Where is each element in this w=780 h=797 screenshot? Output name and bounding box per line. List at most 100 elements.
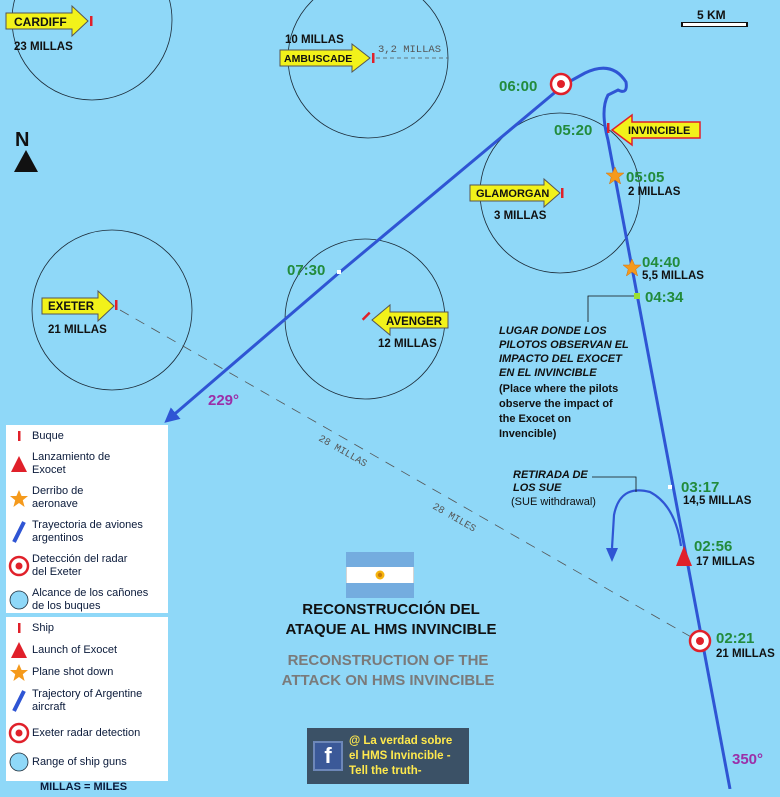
title-english: RECONSTRUCTION OF THE ATTACK ON HMS INVI… bbox=[281, 652, 495, 689]
legend-es-track: Trayectoria de aviones argentinos bbox=[6, 515, 168, 549]
ship-icon bbox=[6, 423, 32, 449]
legend-en-range: Range of ship guns bbox=[6, 747, 168, 777]
time-0256: 02:56 bbox=[694, 538, 732, 555]
svg-text:EN EL INVINCIBLE: EN EL INVINCIBLE bbox=[499, 367, 597, 379]
facebook-icon: f bbox=[313, 741, 343, 771]
argentina-flag bbox=[346, 552, 414, 598]
ship-marker-invincible bbox=[607, 123, 610, 133]
svg-text:(SUE withdrawal): (SUE withdrawal) bbox=[511, 496, 596, 508]
exeter-distance-line bbox=[119, 309, 701, 643]
legend-footer: MILLAS = MILES bbox=[40, 780, 128, 793]
legend-en-exocet: Launch of Exocet bbox=[6, 639, 168, 661]
ship-marker-glamorgan bbox=[561, 188, 564, 198]
svg-text:5 KM: 5 KM bbox=[697, 8, 726, 22]
legend-es-star: Derribo de aeronave bbox=[6, 481, 168, 515]
shot-down-star-0505 bbox=[605, 166, 625, 185]
time-0440: 04:40 bbox=[642, 254, 680, 271]
svg-text:EXETER: EXETER bbox=[48, 301, 95, 313]
dist-0440: 5,5 MILLAS bbox=[642, 270, 704, 282]
impact-note-line bbox=[587, 295, 634, 322]
svg-text:AVENGER: AVENGER bbox=[386, 316, 443, 328]
ship-label-exeter: EXETER bbox=[41, 289, 115, 323]
dist-0221: 21 MILLAS bbox=[716, 648, 775, 660]
ship-label-invincible: INVINCIBLE bbox=[610, 113, 701, 147]
ship-label-glamorgan: GLAMORGAN bbox=[469, 177, 561, 209]
legend-en-ship: Ship bbox=[6, 617, 168, 639]
svg-text:N: N bbox=[15, 129, 29, 151]
time-0730: 07:30 bbox=[287, 262, 325, 279]
legend-english: Ship Launch of Exocet Plane shot down Tr… bbox=[6, 617, 168, 793]
glamorgan-distance: 3 MILLAS bbox=[494, 210, 547, 222]
svg-text:LUGAR DONDE LOS: LUGAR DONDE LOS bbox=[499, 325, 607, 337]
exocet-launch-marker bbox=[676, 546, 692, 566]
time-0505: 05:05 bbox=[626, 169, 664, 186]
sue-note-line bbox=[592, 476, 637, 492]
legend-en-track: Trajectory of Argentine aircraft bbox=[6, 683, 168, 719]
sue-note: RETIRADA DE LOS SUE (SUE withdrawal) bbox=[511, 469, 596, 508]
radar-detection-0221 bbox=[688, 629, 712, 653]
sue-withdrawal-path bbox=[610, 489, 683, 549]
star-icon bbox=[6, 659, 32, 685]
range-circle-exeter bbox=[31, 229, 193, 391]
legend-es-range: Alcance de los cañones de los buques bbox=[6, 583, 168, 617]
ship-label-ambuscade: AMBUSCADE bbox=[279, 42, 371, 74]
time-0520: 05:20 bbox=[554, 122, 592, 139]
legend-es-ship: Buque bbox=[6, 425, 168, 447]
dist-0256: 17 MILLAS bbox=[696, 556, 755, 568]
ambuscade-extra-distance: 3,2 MILLAS bbox=[378, 44, 441, 56]
range-icon bbox=[6, 587, 32, 613]
exeter-distance: 21 MILLAS bbox=[48, 324, 107, 336]
track-icon bbox=[6, 688, 32, 714]
waypoint-0434 bbox=[634, 293, 640, 299]
radar-detection-0600 bbox=[549, 72, 573, 96]
svg-text:RETIRADA DE: RETIRADA DE bbox=[513, 469, 588, 481]
bearing-350: 350° bbox=[732, 751, 763, 768]
exocet-icon bbox=[6, 637, 32, 663]
range-circle-ambuscade bbox=[287, 0, 449, 139]
radar-icon bbox=[6, 720, 32, 746]
svg-text:Invencible): Invencible) bbox=[499, 428, 557, 440]
dist-28-millas: 28 MILLAS bbox=[316, 434, 368, 470]
scale-bar: 5 KM bbox=[681, 8, 748, 27]
ship-label-avenger: AVENGER bbox=[371, 303, 449, 337]
waypoint-0317 bbox=[668, 485, 672, 489]
svg-text:GLAMORGAN: GLAMORGAN bbox=[476, 188, 549, 200]
legend-en-star: Plane shot down bbox=[6, 661, 168, 683]
bearing-229: 229° bbox=[208, 392, 239, 409]
time-0317: 03:17 bbox=[681, 479, 719, 496]
svg-text:observe the impact of: observe the impact of bbox=[499, 398, 613, 410]
north-arrow: N bbox=[14, 129, 38, 172]
svg-text:INVINCIBLE: INVINCIBLE bbox=[628, 125, 690, 137]
legend-spanish: Buque Lanzamiento de Exocet Derribo de a… bbox=[6, 425, 168, 613]
svg-text:LOS SUE: LOS SUE bbox=[513, 482, 562, 494]
cardiff-distance: 23 MILLAS bbox=[14, 41, 73, 53]
svg-text:IMPACTO DEL EXOCET: IMPACTO DEL EXOCET bbox=[499, 353, 623, 365]
legend-en-radar: Exeter radar detection bbox=[6, 719, 168, 747]
radar-icon bbox=[6, 553, 32, 579]
star-icon bbox=[6, 485, 32, 511]
aircraft-trajectory bbox=[164, 66, 732, 789]
dist-0505: 2 MILLAS bbox=[628, 186, 681, 198]
shot-down-star-0440 bbox=[622, 258, 642, 277]
waypoint-0730 bbox=[337, 270, 341, 274]
facebook-badge[interactable]: f @ La verdad sobre el HMS Invincible - … bbox=[307, 728, 469, 784]
exocet-icon bbox=[6, 451, 32, 477]
ship-icon bbox=[6, 615, 32, 641]
range-icon bbox=[6, 749, 32, 775]
svg-text:(Place where the pilots: (Place where the pilots bbox=[499, 383, 618, 395]
dist-0317: 14,5 MILLAS bbox=[683, 495, 752, 507]
svg-text:PILOTOS OBSERVAN EL: PILOTOS OBSERVAN EL bbox=[499, 339, 629, 351]
time-0221: 02:21 bbox=[716, 630, 754, 647]
svg-text:AMBUSCADE: AMBUSCADE bbox=[284, 53, 352, 65]
time-0434: 04:34 bbox=[645, 289, 684, 306]
legend-es-radar: Detección del radar del Exeter bbox=[6, 549, 168, 583]
title-spanish: RECONSTRUCCIÓN DEL ATAQUE AL HMS INVINCI… bbox=[285, 601, 497, 638]
legend-es-exocet: Lanzamiento de Exocet bbox=[6, 447, 168, 481]
ambuscade-distance: 10 MILLAS bbox=[285, 34, 344, 46]
ship-marker-exeter bbox=[115, 300, 118, 310]
track-icon bbox=[6, 519, 32, 545]
dist-28-miles: 28 MILES bbox=[430, 502, 477, 535]
ship-marker-ambuscade bbox=[372, 53, 375, 63]
sue-withdrawal-arrow bbox=[606, 548, 618, 562]
